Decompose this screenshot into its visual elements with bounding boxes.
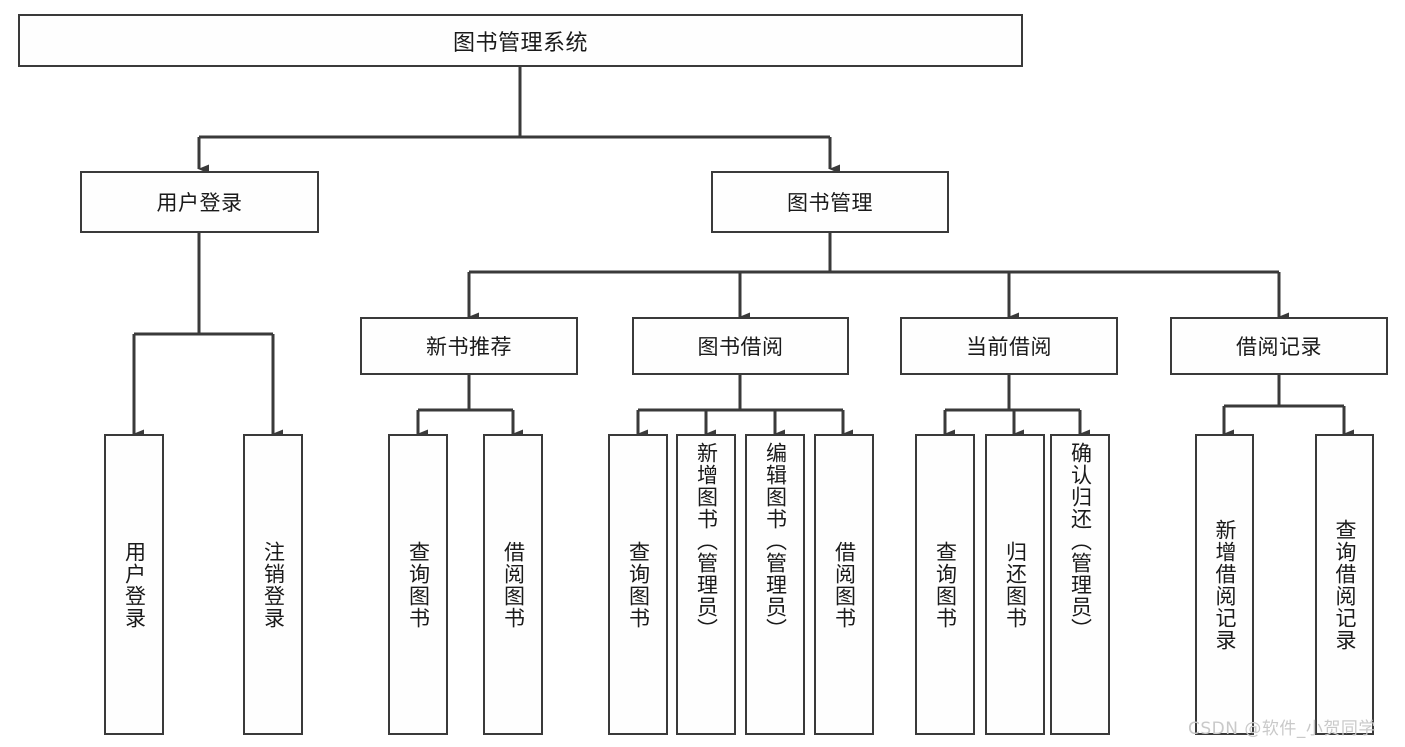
leaf-borrow-record-query-record[interactable]: 查询借阅记录 xyxy=(1315,434,1374,735)
node-label: 新书推荐 xyxy=(426,335,512,359)
leaf-book-borrow-add-book-admin[interactable]: 新增图书（管理员） xyxy=(676,434,736,735)
leaf-book-borrow-query-book[interactable]: 查询图书 xyxy=(608,434,668,735)
leaf-book-borrow-borrow-book[interactable]: 借阅图书 xyxy=(814,434,874,735)
node-borrow-record[interactable]: 借阅记录 xyxy=(1170,317,1388,375)
leaf-label: 查询图书 xyxy=(933,540,958,629)
leaf-current-borrow-return-book[interactable]: 归还图书 xyxy=(985,434,1045,735)
node-label: 用户登录 xyxy=(156,191,243,215)
leaf-new-book-borrow-book[interactable]: 借阅图书 xyxy=(483,434,543,735)
leaf-user-login-signin[interactable]: 用户登录 xyxy=(104,434,164,735)
node-user-login[interactable]: 用户登录 xyxy=(80,171,319,233)
node-new-book-recommend[interactable]: 新书推荐 xyxy=(360,317,578,375)
node-root-book-management-system[interactable]: 图书管理系统 xyxy=(18,14,1023,67)
leaf-user-login-signout[interactable]: 注销登录 xyxy=(243,434,303,735)
leaf-label: 新增图书（管理员） xyxy=(694,442,719,640)
node-current-borrow[interactable]: 当前借阅 xyxy=(900,317,1118,375)
node-book-management[interactable]: 图书管理 xyxy=(711,171,949,233)
node-book-borrow[interactable]: 图书借阅 xyxy=(632,317,849,375)
leaf-current-borrow-query-book[interactable]: 查询图书 xyxy=(915,434,975,735)
leaf-label: 归还图书 xyxy=(1003,540,1028,629)
leaf-label: 注销登录 xyxy=(261,540,286,629)
leaf-label: 借阅图书 xyxy=(501,540,526,629)
node-label: 图书管理 xyxy=(787,191,873,215)
leaf-current-borrow-confirm-return-admin[interactable]: 确认归还（管理员） xyxy=(1050,434,1110,735)
leaf-label: 查询图书 xyxy=(406,540,431,629)
csdn-watermark: CSDN @软件_小贺同学 xyxy=(1188,719,1376,739)
node-label: 图书管理系统 xyxy=(452,30,588,56)
leaf-borrow-record-add-record[interactable]: 新增借阅记录 xyxy=(1195,434,1254,735)
leaf-label: 查询图书 xyxy=(626,540,651,629)
node-label: 借阅记录 xyxy=(1236,335,1322,359)
leaf-label: 确认归还（管理员） xyxy=(1068,442,1093,640)
leaf-label: 用户登录 xyxy=(122,540,147,629)
leaf-label: 借阅图书 xyxy=(832,540,857,629)
node-label: 当前借阅 xyxy=(966,335,1052,359)
leaf-book-borrow-edit-book-admin[interactable]: 编辑图书（管理员） xyxy=(745,434,805,735)
node-label: 图书借阅 xyxy=(697,335,784,359)
leaf-new-book-query-book[interactable]: 查询图书 xyxy=(388,434,448,735)
leaf-label: 编辑图书（管理员） xyxy=(763,442,788,640)
leaf-label: 查询借阅记录 xyxy=(1332,518,1357,651)
leaf-label: 新增借阅记录 xyxy=(1212,518,1237,651)
